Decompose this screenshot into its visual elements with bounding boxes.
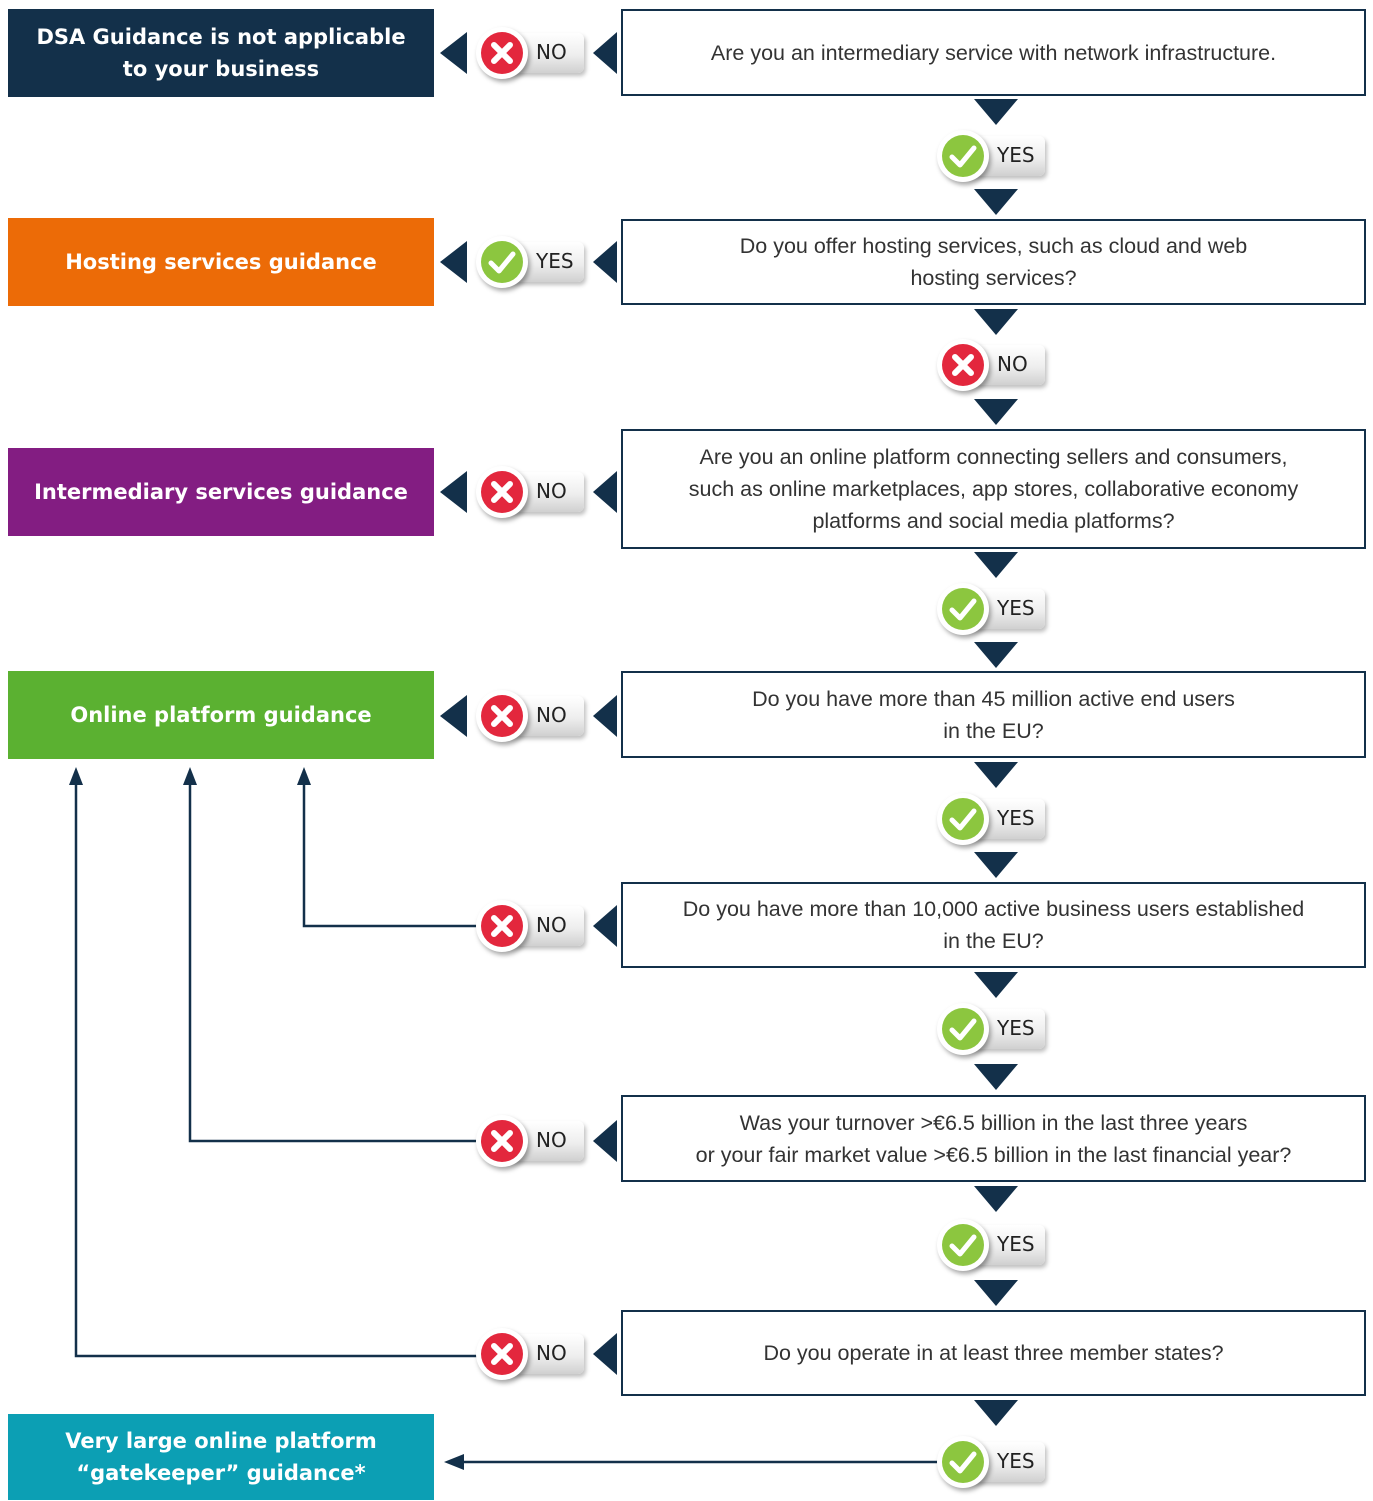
yes-badge: YES <box>937 793 1047 845</box>
no-label: NO <box>536 703 567 727</box>
arrow-left <box>593 695 617 737</box>
arrow-left <box>444 1454 464 1470</box>
yes-label: YES <box>997 1016 1035 1040</box>
yes-badge: YES <box>937 1219 1047 1271</box>
arrow-down <box>974 762 1018 788</box>
arrow-left <box>593 905 617 947</box>
arrow-down <box>974 1280 1018 1306</box>
question-10000-business-users: Do you have more than 10,000 active busi… <box>621 882 1366 968</box>
yes-badge: YES <box>937 130 1047 182</box>
no-badge: NO <box>937 339 1047 391</box>
no-label: NO <box>536 40 567 64</box>
question-turnover: Was your turnover >€6.5 billion in the l… <box>621 1095 1366 1182</box>
outcome-not-applicable: DSA Guidance is not applicable to your b… <box>8 9 434 97</box>
yes-label: YES <box>997 143 1035 167</box>
cross-icon <box>481 1120 523 1162</box>
yes-label: YES <box>997 1449 1035 1473</box>
cross-icon <box>481 695 523 737</box>
arrow-down <box>974 1400 1018 1426</box>
no-label: NO <box>536 913 567 937</box>
arrow-up <box>183 767 197 785</box>
arrow-left <box>440 241 467 283</box>
arrow-left <box>440 695 467 737</box>
arrow-down <box>974 642 1018 668</box>
question-45-million-users: Do you have more than 45 million active … <box>621 671 1366 758</box>
yes-label: YES <box>997 1232 1035 1256</box>
arrow-left <box>593 1333 617 1375</box>
yes-badge: YES <box>937 1436 1047 1488</box>
arrow-down <box>974 852 1018 878</box>
cross-icon <box>481 905 523 947</box>
yes-badge: YES <box>937 1003 1047 1055</box>
cross-icon <box>481 32 523 74</box>
cross-icon <box>481 1333 523 1375</box>
no-badge: NO <box>476 27 586 79</box>
arrow-down <box>974 1064 1018 1090</box>
arrow-down <box>974 399 1018 425</box>
no-badge: NO <box>476 466 586 518</box>
question-intermediary-network: Are you an intermediary service with net… <box>621 9 1366 96</box>
arrow-down <box>974 1186 1018 1212</box>
question-three-member-states: Do you operate in at least three member … <box>621 1310 1366 1396</box>
check-icon <box>942 1008 984 1050</box>
arrow-up <box>297 767 311 785</box>
arrow-down <box>974 99 1018 125</box>
arrow-down <box>974 309 1018 335</box>
yes-label: YES <box>997 596 1035 620</box>
no-badge: NO <box>476 690 586 742</box>
connector-line <box>188 782 478 1143</box>
arrow-down <box>974 552 1018 578</box>
check-icon <box>942 1441 984 1483</box>
connector-line <box>74 782 478 1358</box>
no-badge: NO <box>476 900 586 952</box>
cross-icon <box>481 471 523 513</box>
no-badge: NO <box>476 1115 586 1167</box>
no-label: NO <box>536 479 567 503</box>
arrow-left <box>593 32 617 74</box>
no-label: NO <box>536 1341 567 1365</box>
yes-badge: YES <box>937 583 1047 635</box>
arrow-left <box>440 471 467 513</box>
connector-line <box>302 782 478 928</box>
no-label: NO <box>997 352 1028 376</box>
check-icon <box>942 588 984 630</box>
arrow-left <box>593 471 617 513</box>
yes-badge: YES <box>476 236 586 288</box>
yes-label: YES <box>997 806 1035 830</box>
question-online-platform: Are you an online platform connecting se… <box>621 429 1366 549</box>
no-badge: NO <box>476 1328 586 1380</box>
yes-label: YES <box>536 249 574 273</box>
arrow-left <box>593 241 617 283</box>
outcome-online-platform: Online platform guidance <box>8 671 434 759</box>
outcome-intermediary-services: Intermediary services guidance <box>8 448 434 536</box>
arrow-down <box>974 189 1018 215</box>
check-icon <box>942 798 984 840</box>
question-hosting-services: Do you offer hosting services, such as c… <box>621 219 1366 305</box>
check-icon <box>942 135 984 177</box>
outcome-hosting-services: Hosting services guidance <box>8 218 434 306</box>
check-icon <box>481 241 523 283</box>
arrow-up <box>69 767 83 785</box>
outcome-gatekeeper: Very large online platform “gatekeeper” … <box>8 1414 434 1500</box>
check-icon <box>942 1224 984 1266</box>
no-label: NO <box>536 1128 567 1152</box>
cross-icon <box>942 344 984 386</box>
arrow-down <box>974 972 1018 998</box>
arrow-left <box>593 1120 617 1162</box>
arrow-left <box>440 32 467 74</box>
